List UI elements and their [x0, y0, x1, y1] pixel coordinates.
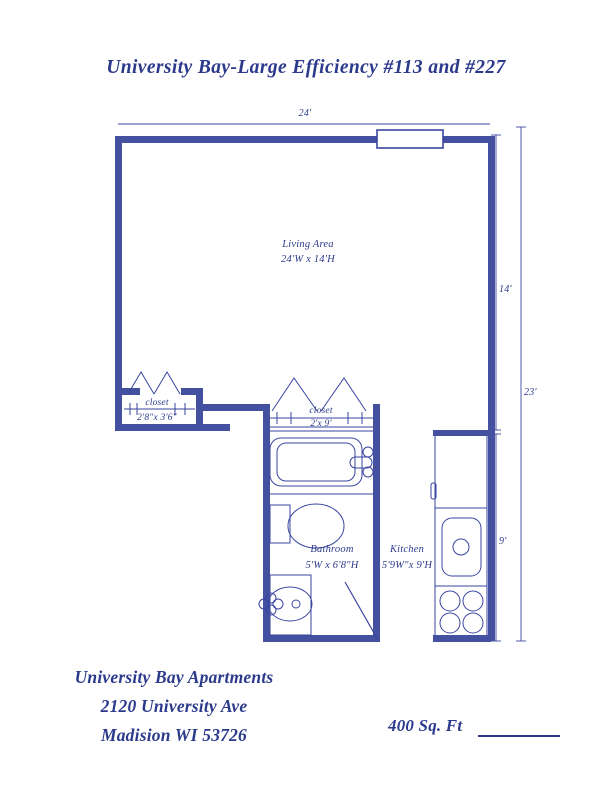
wall-corridor — [196, 404, 268, 411]
wall-left-upper — [115, 136, 122, 390]
closet-right-rod — [270, 412, 373, 432]
walls — [115, 136, 495, 642]
kitchen-sink — [441, 517, 482, 577]
faucet-knob-bottom — [265, 604, 277, 616]
burner-top-left — [439, 590, 461, 612]
kitchen-sink-drain — [452, 538, 470, 556]
toilet — [269, 503, 345, 549]
wall-bath-bottom — [263, 635, 373, 642]
interior-detail-lines — [124, 129, 488, 641]
room-label-living-area: Living Area — [282, 239, 334, 250]
closet-label-right: closet — [309, 406, 333, 416]
closet-label-left: closet — [145, 398, 169, 408]
closet-right-doors — [271, 377, 367, 412]
burner-bottom-left — [439, 612, 461, 634]
wall-closet-left-side — [115, 388, 122, 430]
wall-closet-left-header-b — [181, 388, 203, 395]
toilet-tank — [269, 504, 291, 544]
wall-right — [488, 136, 495, 641]
closet-dimensions-right: 2'x 9' — [310, 419, 332, 429]
vanity-counter — [269, 574, 312, 636]
footer-line-city-state-zip: Madision WI 53726 — [100, 725, 248, 745]
wall-closet-left-header-a — [115, 388, 140, 395]
toilet-bowl — [287, 503, 345, 549]
dimension-lines — [118, 123, 526, 642]
faucet-knob-right — [272, 598, 284, 610]
square-footage-label: 400 Sq. Ft — [388, 716, 463, 735]
dim-label-living-depth: 14' — [499, 284, 512, 295]
room-label-bathroom: Bathroom — [310, 544, 354, 555]
closet-dimensions-left: 2'8"x 3'6" — [137, 413, 177, 423]
kitchen-counter — [434, 436, 488, 635]
bathtub — [269, 437, 374, 495]
wall-closet-left-bottom — [115, 424, 230, 431]
bathroom-sink — [258, 574, 313, 636]
closet-left-rod — [124, 403, 195, 415]
entry-window — [376, 129, 444, 149]
stove — [439, 590, 484, 634]
tub-handle-cold — [362, 466, 374, 478]
dim-label-kitchen-depth: 9' — [499, 536, 507, 547]
burner-top-right — [462, 590, 484, 612]
wall-top-left — [115, 136, 377, 143]
bathroom-door — [344, 581, 379, 641]
wall-bath-left — [263, 404, 270, 642]
room-dimensions-kitchen: 5'9W"x 9'H — [381, 560, 433, 571]
faucet-knob-top — [265, 592, 277, 604]
wall-kitchen-bottom — [433, 635, 491, 642]
room-label-kitchen: Kitchen — [389, 544, 425, 555]
refrigerator — [430, 482, 437, 500]
tub-spout — [349, 456, 373, 469]
sink-drain — [291, 599, 301, 609]
wall-top-right — [443, 136, 495, 143]
page-title: University Bay-Large Efficiency #113 and… — [106, 57, 506, 78]
sink-basin — [267, 586, 313, 622]
wall-bath-right — [373, 404, 380, 642]
burner-bottom-right — [462, 612, 484, 634]
room-dimensions-bathroom: 5'W x 6'8"H — [305, 560, 359, 571]
footer-line-street: 2120 University Ave — [100, 696, 248, 716]
room-dimensions-living-area: 24'W x 14'H — [281, 254, 335, 265]
faucet-knob-left — [258, 598, 270, 610]
tub-handle-hot — [362, 446, 374, 458]
dim-label-overall-depth: 23' — [524, 387, 537, 398]
wall-kitchen-top — [433, 430, 491, 436]
closet-left-doors — [127, 371, 181, 395]
dim-label-overall-width: 24' — [298, 108, 312, 119]
fridge-handle — [430, 482, 437, 500]
footer-line-company: University Bay Apartments — [74, 667, 274, 687]
